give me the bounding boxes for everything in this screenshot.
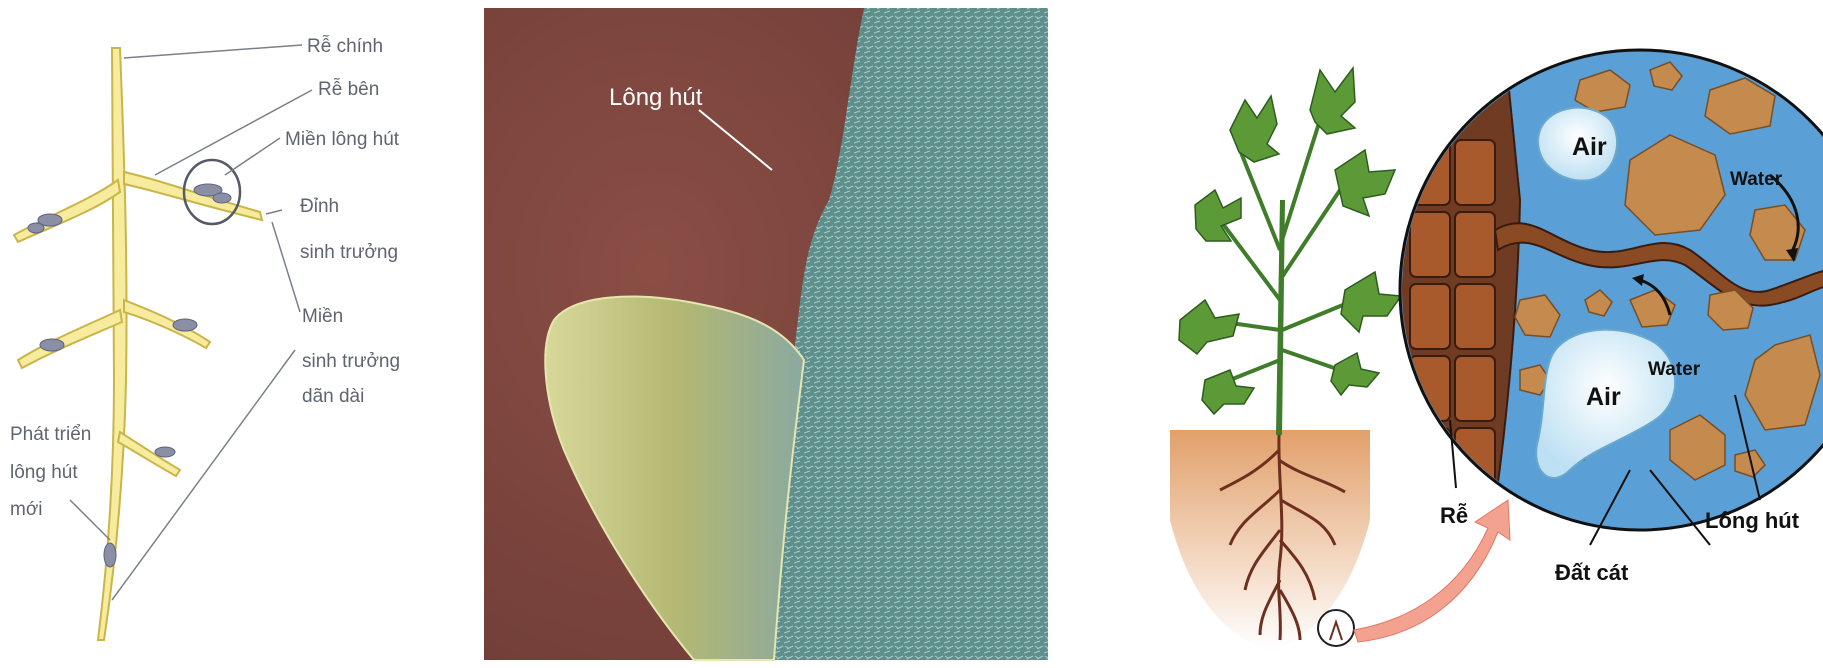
air-label-top: Air xyxy=(1572,133,1607,161)
root-hair-label: Lông hút xyxy=(609,84,703,111)
air-label-bottom: Air xyxy=(1586,383,1621,411)
root-structure-diagram: Rễ chính Rễ bên Miền lông hút Đỉnh sinh … xyxy=(0,0,470,668)
root-structure-svg: Rễ chính Rễ bên Miền lông hút Đỉnh sinh … xyxy=(0,0,470,668)
apex-label-line1: Đỉnh xyxy=(300,196,339,217)
plant-soil-diagram: Air Air Water Water Rễ Đất cát Lông hút xyxy=(1110,0,1823,668)
micrograph-svg: Lông hút xyxy=(484,0,1048,668)
elongation-label-line1: Miền xyxy=(302,306,343,327)
magnify-arrow xyxy=(1354,500,1510,642)
apex-label-line2: sinh trưởng xyxy=(300,242,398,263)
new-hair-label-line1: Phát triển xyxy=(10,424,91,445)
plant-soil-svg: Air Air Water Water Rễ Đất cát Lông hút xyxy=(1110,0,1823,668)
lateral-root-label: Rễ bên xyxy=(318,78,379,100)
root-tip-micrograph: Lông hút xyxy=(484,0,1048,668)
magnified-soil-view: Air Air Water Water xyxy=(1400,50,1823,540)
sand-label: Đất cát xyxy=(1555,560,1629,585)
new-hair-label-line3: mới xyxy=(10,499,43,520)
elongation-label-line2: sinh trưởng xyxy=(302,351,400,372)
magnifier-small-circle xyxy=(1318,610,1354,646)
root-hair-tufts xyxy=(28,184,231,567)
elongation-label-line3: dãn dài xyxy=(302,386,364,407)
root-hair-label-right: Lông hút xyxy=(1705,508,1800,533)
new-hair-label-line2: lông hút xyxy=(10,462,78,483)
main-root-label: Rễ chính xyxy=(307,35,383,57)
plant-shoot xyxy=(1179,68,1401,435)
water-label-top: Water xyxy=(1730,169,1783,190)
water-label-mid: Water xyxy=(1648,359,1701,380)
root-label: Rễ xyxy=(1440,503,1468,528)
root-hair-zone-label: Miền lông hút xyxy=(285,129,400,150)
